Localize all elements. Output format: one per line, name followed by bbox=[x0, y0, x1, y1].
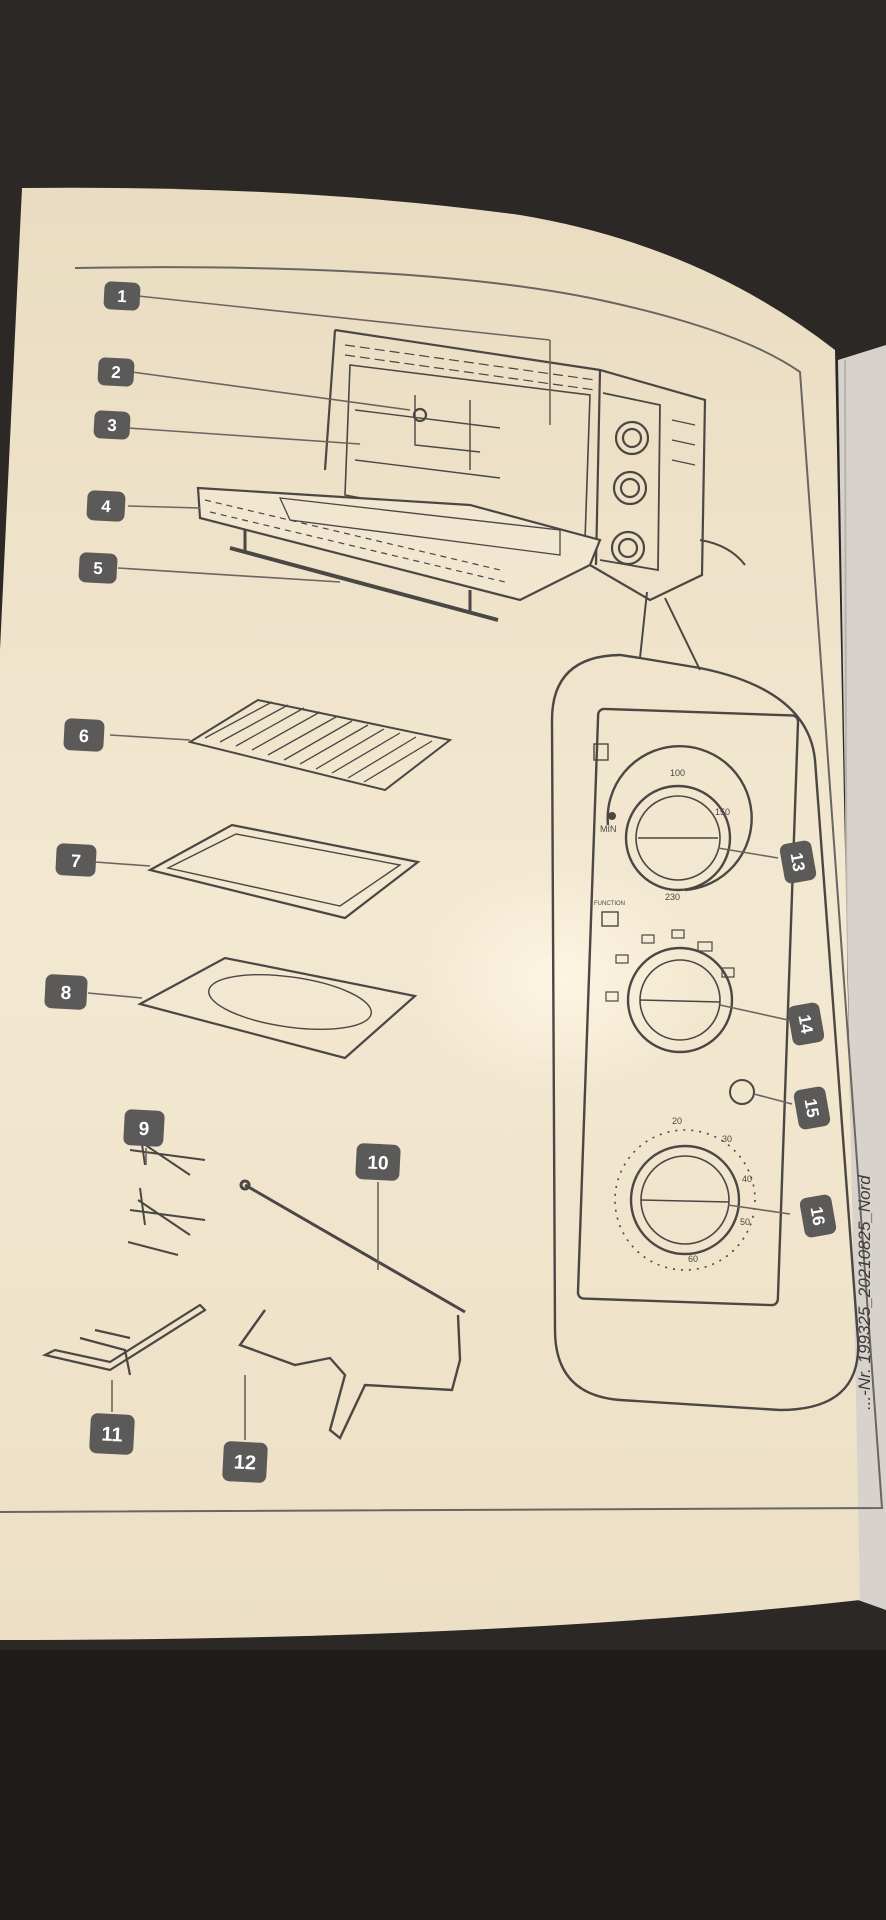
leader-6 bbox=[109, 734, 191, 741]
function-dial bbox=[626, 946, 734, 1054]
indicator-light bbox=[729, 1079, 755, 1105]
crumb-tray-illustration bbox=[137, 956, 418, 1060]
callout-number: 8 bbox=[60, 983, 72, 1005]
callout-number: 16 bbox=[807, 1205, 829, 1227]
leader-13 bbox=[717, 847, 779, 859]
callout-badge-8: 8 bbox=[44, 974, 88, 1010]
callout-badge-16: 16 bbox=[799, 1194, 837, 1238]
callout-number: 1 bbox=[117, 287, 127, 306]
oven-illustration bbox=[196, 328, 746, 671]
temp-label-100: 100 bbox=[670, 768, 685, 778]
timer-label-60: 60 bbox=[688, 1254, 698, 1264]
callout-number: 13 bbox=[787, 851, 809, 873]
callout-number: 4 bbox=[101, 497, 112, 516]
callout-number: 10 bbox=[367, 1152, 389, 1174]
callout-number: 6 bbox=[78, 726, 89, 746]
callout-badge-7: 7 bbox=[55, 843, 97, 877]
callout-number: 11 bbox=[101, 1423, 123, 1446]
callout-number: 7 bbox=[70, 851, 81, 871]
rotisserie-spit-illustration bbox=[239, 1179, 466, 1314]
page-frame bbox=[0, 266, 884, 1513]
callout-badge-10: 10 bbox=[355, 1143, 401, 1181]
tray-handle-illustration bbox=[238, 1309, 462, 1440]
callout-number: 2 bbox=[111, 363, 121, 382]
callout-number: 3 bbox=[107, 416, 117, 435]
temp-label-150: 150 bbox=[715, 807, 730, 817]
control-panel-callout bbox=[550, 653, 860, 1412]
callout-badge-9: 9 bbox=[123, 1109, 165, 1147]
callout-badge-14: 14 bbox=[787, 1002, 825, 1046]
manual-page bbox=[0, 187, 860, 1640]
timer-label-50: 50 bbox=[740, 1217, 750, 1227]
mode-icon-6 bbox=[605, 991, 619, 1002]
function-icon bbox=[601, 911, 619, 927]
next-page-edge bbox=[838, 345, 886, 1610]
wire-rack-illustration bbox=[187, 698, 453, 792]
callout-number: 14 bbox=[795, 1013, 817, 1035]
temperature-dial bbox=[606, 745, 753, 892]
leader-7 bbox=[94, 861, 151, 867]
mode-icon-5 bbox=[721, 967, 735, 978]
temp-label-230: 230 bbox=[665, 892, 680, 902]
callout-badge-15: 15 bbox=[793, 1086, 831, 1130]
callout-badge-5: 5 bbox=[78, 552, 118, 584]
callout-badge-4: 4 bbox=[86, 490, 126, 522]
callout-badge-12: 12 bbox=[222, 1441, 268, 1483]
document-code: ...-Nr. 199325_20210825_Nord bbox=[855, 1175, 874, 1410]
control-panel-inner bbox=[576, 707, 800, 1307]
leader-lines-oven bbox=[117, 295, 551, 583]
callout-badge-13: 13 bbox=[779, 840, 817, 884]
mode-icon-4 bbox=[697, 941, 713, 952]
baking-tray-illustration bbox=[146, 823, 421, 920]
callout-number: 15 bbox=[801, 1097, 823, 1119]
callout-badge-3: 3 bbox=[93, 410, 131, 440]
spit-handle-illustration bbox=[41, 1303, 207, 1376]
timer-label-30: 30 bbox=[722, 1134, 732, 1144]
leader-15 bbox=[753, 1093, 793, 1105]
leader-16 bbox=[727, 1204, 791, 1215]
leader-8 bbox=[87, 992, 143, 999]
function-label: FUNCTION bbox=[594, 901, 625, 907]
mode-icon-2 bbox=[641, 934, 655, 944]
light-glare bbox=[410, 860, 710, 1100]
callout-badge-11: 11 bbox=[89, 1413, 135, 1455]
mode-icon-1 bbox=[615, 954, 629, 964]
timer-dial bbox=[614, 1129, 756, 1271]
callout-number: 12 bbox=[233, 1451, 256, 1474]
mode-icon-3 bbox=[671, 929, 685, 939]
callout-badge-6: 6 bbox=[63, 718, 105, 752]
callout-badge-2: 2 bbox=[97, 357, 135, 387]
table-lower-shadow bbox=[0, 1650, 886, 1920]
callout-number: 5 bbox=[93, 559, 103, 578]
leader-14 bbox=[719, 1004, 789, 1021]
callout-number: 9 bbox=[138, 1119, 150, 1141]
timer-label-40: 40 bbox=[742, 1174, 752, 1184]
thermometer-icon bbox=[593, 743, 609, 761]
callout-badges: 1 2 3 4 5 6 7 8 bbox=[44, 281, 837, 1483]
callout-badge-1: 1 bbox=[103, 281, 141, 311]
temp-label-min: MIN bbox=[600, 824, 617, 834]
timer-label-20: 20 bbox=[672, 1116, 682, 1126]
